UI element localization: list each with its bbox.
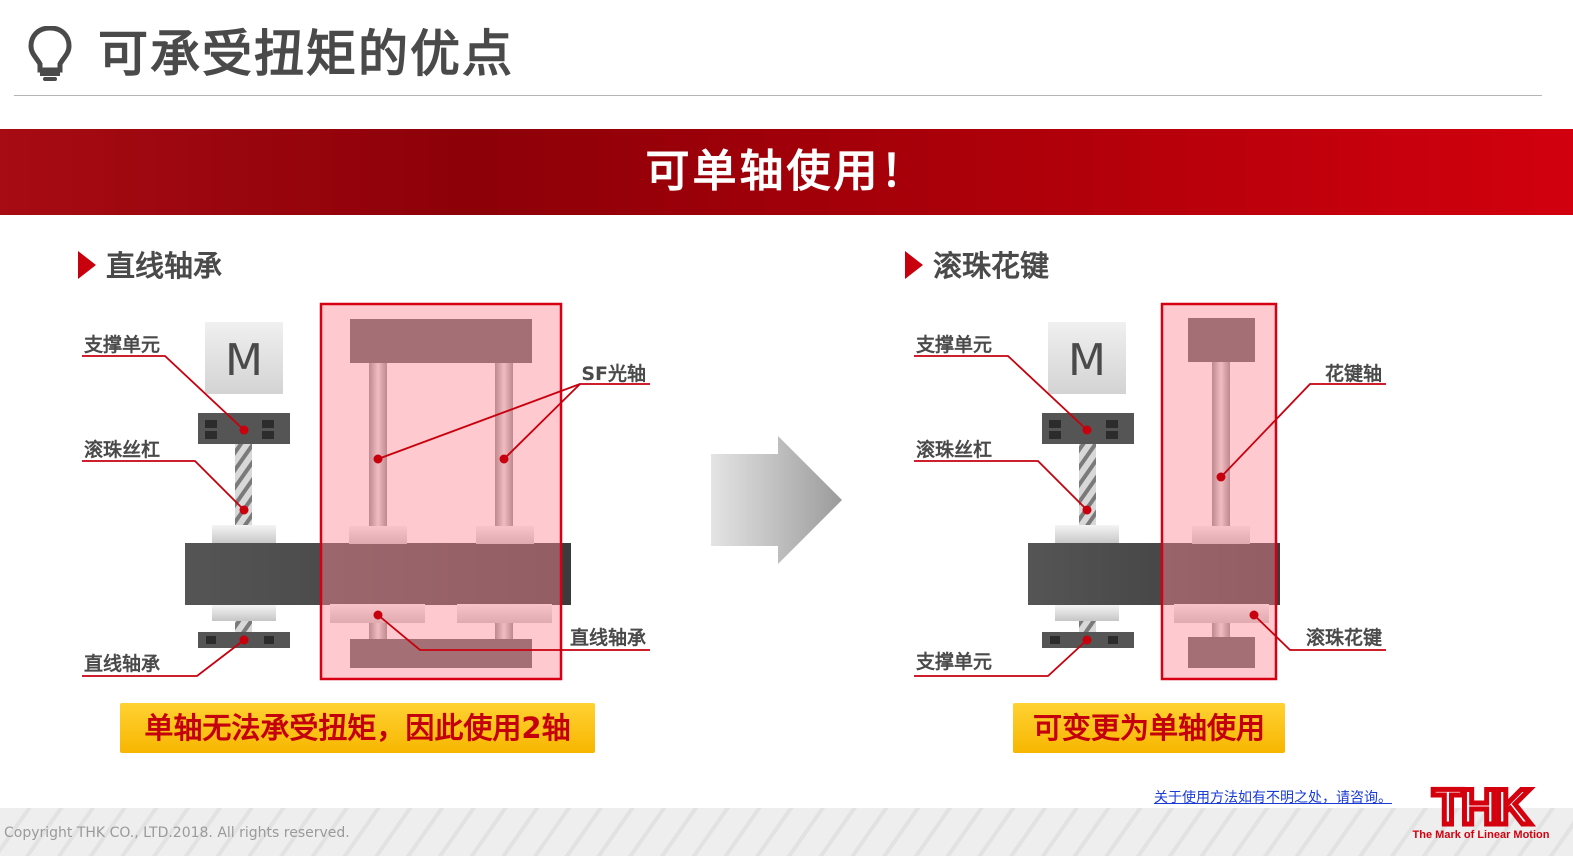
label-spline-shaft: 花键轴	[1325, 362, 1382, 385]
label-ball-spline: 滚珠花键	[1306, 626, 1382, 649]
banner: 可单轴使用！	[0, 129, 1573, 215]
contact-link[interactable]: 关于使用方法如有不明之处，请咨询。	[1154, 790, 1392, 806]
motor-letter: M	[225, 335, 263, 386]
thk-logo: THK The Mark of Linear Motion	[1412, 777, 1550, 844]
label-linear-bearing-bottom: 直线轴承	[84, 652, 160, 675]
label-support-unit-top: 支撑单元	[83, 333, 160, 356]
label-ball-screw: 滚珠丝杠	[916, 438, 992, 461]
thk-logo-text: THK	[1433, 784, 1532, 828]
page-title: 可承受扭矩的优点	[98, 25, 514, 83]
motor-block	[1048, 322, 1126, 394]
left-mechanism: M	[82, 302, 650, 681]
right-section-heading-label: 滚珠花键	[933, 249, 1050, 283]
label-linear-bearing-right: 直线轴承	[570, 626, 646, 649]
right-arrow-icon	[711, 436, 842, 564]
label-sf-shaft: SF光轴	[581, 362, 646, 385]
logo-tagline: The Mark of Linear Motion	[1412, 829, 1550, 841]
left-section-heading-label: 直线轴承	[106, 249, 223, 283]
highlight-box	[319, 302, 563, 681]
footer-band	[0, 808, 1573, 856]
lightbulb-icon	[28, 26, 72, 81]
copyright-text: Copyright THK CO., LTD.2018. All rights …	[4, 825, 350, 841]
motor-letter: M	[1068, 335, 1106, 386]
label-support-unit-bottom: 支撑单元	[915, 650, 992, 673]
right-mechanism: M 支撑单	[914, 302, 1386, 681]
thk-logo-mark: THK	[1430, 777, 1536, 838]
left-callout: 单轴无法承受扭矩，因此使用2轴	[120, 703, 595, 753]
triangle-bullet-icon	[78, 251, 96, 279]
triangle-bullet-icon	[905, 251, 923, 279]
label-support-unit-top: 支撑单元	[915, 333, 992, 356]
title-divider	[14, 95, 1542, 96]
moving-table	[1028, 543, 1280, 605]
highlight-box	[1160, 302, 1278, 681]
banner-text: 可单轴使用！	[645, 146, 928, 197]
label-ball-screw: 滚珠丝杠	[84, 438, 160, 461]
motor-block	[205, 322, 283, 394]
right-callout: 可变更为单轴使用	[1013, 703, 1285, 753]
moving-table	[185, 543, 571, 605]
